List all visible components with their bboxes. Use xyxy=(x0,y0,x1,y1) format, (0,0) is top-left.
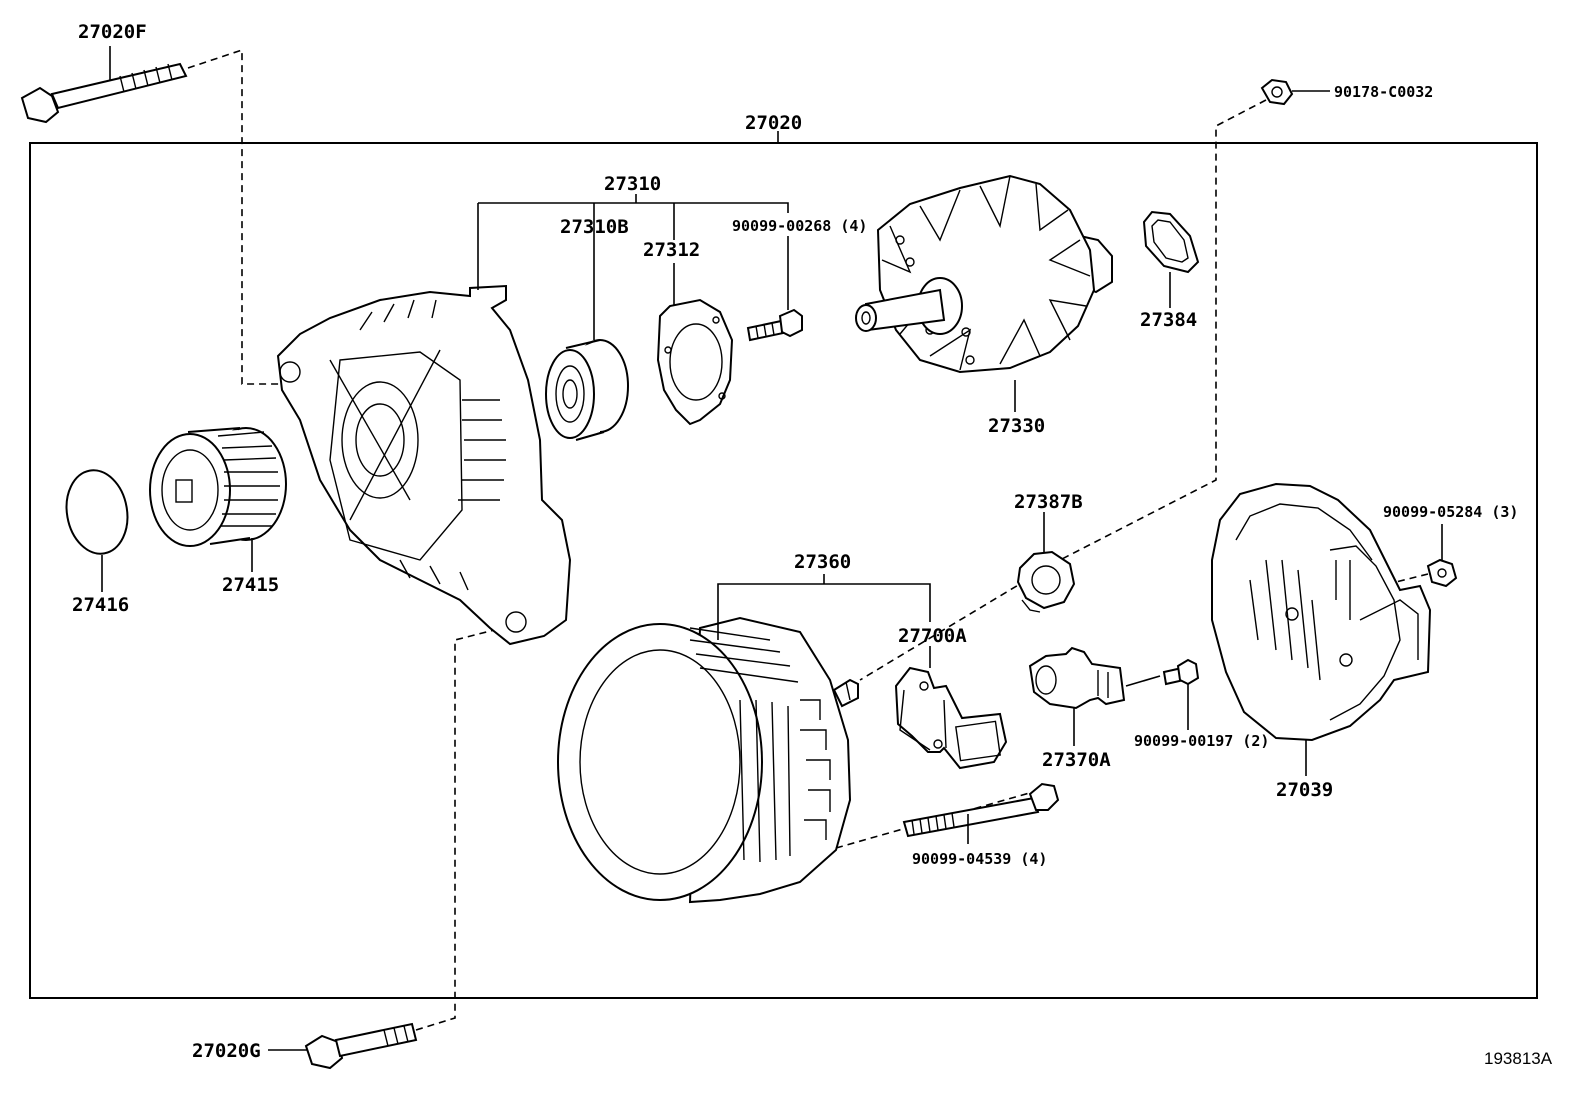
bolt-bottom-icon xyxy=(304,1022,418,1070)
part-number-27039: 27039 xyxy=(1276,779,1333,801)
brush-screw-icon xyxy=(1162,658,1200,686)
diagram-id: 193813A xyxy=(1484,1049,1553,1068)
nut-top-icon xyxy=(1260,78,1294,106)
collar-icon xyxy=(1142,210,1200,274)
part-number-27416: 27416 xyxy=(72,594,129,616)
cap-icon xyxy=(65,469,129,555)
bolt-top-icon xyxy=(20,62,188,124)
assembly-number: 27020 xyxy=(745,112,802,134)
part-number-90099-00268: 90099-00268 (4) xyxy=(732,217,867,235)
part-number-27310B: 27310B xyxy=(560,216,629,238)
part-number-27370A: 27370A xyxy=(1042,749,1111,771)
regulator-icon xyxy=(894,666,1008,770)
part-number-27387B: 27387B xyxy=(1014,491,1083,513)
part-number-27415: 27415 xyxy=(222,574,279,596)
part-number-90099-05284: 90099-05284 (3) xyxy=(1383,503,1518,521)
pulley-icon xyxy=(149,427,287,547)
drive-end-frame-icon xyxy=(276,284,572,646)
part-number-27020F: 27020F xyxy=(78,21,147,43)
stator-end-frame-icon xyxy=(557,616,859,904)
part-number-27020G: 27020G xyxy=(192,1040,261,1062)
rotor-icon xyxy=(855,174,1113,374)
part-number-27384: 27384 xyxy=(1140,309,1197,331)
part-number-90099-00197: 90099-00197 (2) xyxy=(1134,732,1269,750)
part-number-27310: 27310 xyxy=(604,173,661,195)
bearing-icon xyxy=(545,339,629,441)
rear-cover-icon xyxy=(1211,482,1432,742)
part-number-27700A: 27700A xyxy=(898,625,967,647)
cover-nut-icon xyxy=(1426,558,1458,588)
terminal-insulator-icon xyxy=(1016,550,1076,613)
part-number-90178-C0032: 90178-C0032 xyxy=(1334,83,1433,101)
retainer-screw-icon xyxy=(746,308,803,342)
retainer-plate-icon xyxy=(656,298,734,426)
brush-holder-icon xyxy=(1028,646,1126,710)
assembly-frame xyxy=(29,142,1538,999)
part-number-27360: 27360 xyxy=(794,551,851,573)
part-number-27312: 27312 xyxy=(643,239,700,261)
through-bolt-icon xyxy=(902,782,1060,838)
part-number-90099-04539: 90099-04539 (4) xyxy=(912,850,1047,868)
part-number-27330: 27330 xyxy=(988,415,1045,437)
